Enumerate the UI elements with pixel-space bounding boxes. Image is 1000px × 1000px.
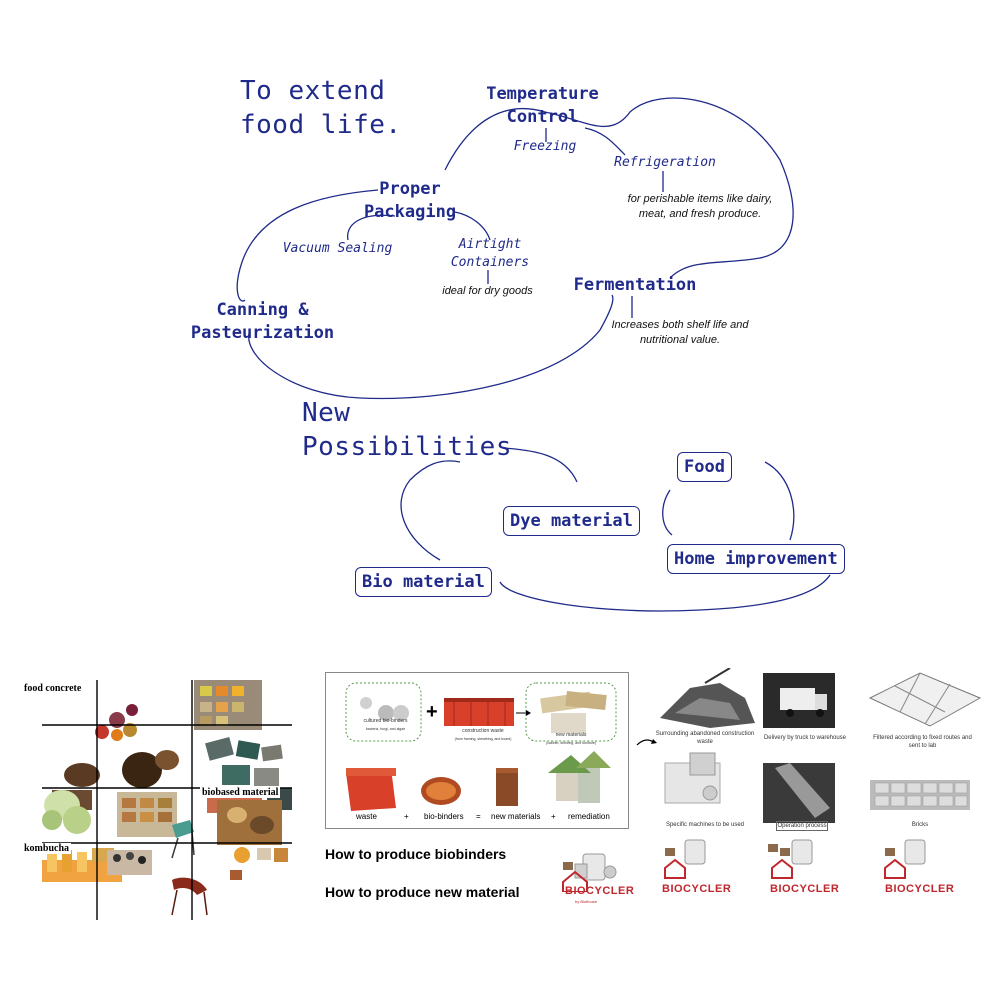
food-box: Food xyxy=(677,452,732,482)
eq-new-materials: new materials xyxy=(491,812,541,821)
step-1-caption: Surrounding abandoned construction waste xyxy=(655,731,755,745)
connector-curves xyxy=(236,97,831,612)
cultured-binders-sub: bacteria, fungi, and algae xyxy=(365,727,406,731)
eq-waste: waste xyxy=(356,812,377,821)
canning-label-line1: Canning & xyxy=(216,300,309,320)
refrigeration-note: for perishable items like dairy, meat, a… xyxy=(600,192,800,222)
eq-plus-2: + xyxy=(551,812,556,821)
new-materials-caption: new materials (cabinet, shelving, and fu… xyxy=(531,731,611,747)
home-improvement-box: Home improvement xyxy=(667,544,845,574)
possibilities-title: New Possibilities xyxy=(302,396,512,464)
eq-plus-1: + xyxy=(404,812,409,821)
new-materials-sub: (cabinet, shelving, and furniture) xyxy=(546,741,596,745)
canning-node: Canning & Pasteurization xyxy=(180,299,345,345)
collage-images xyxy=(42,680,292,920)
freezing-label: Freezing xyxy=(513,139,577,154)
material-collage: food concrete biobased material kombucha xyxy=(22,680,312,920)
food-concrete-label: food concrete xyxy=(22,683,84,694)
fermentation-node: Fermentation xyxy=(573,275,697,295)
construction-waste-sub: (from framing, sheathing, and board) xyxy=(454,737,512,741)
proper-packaging-node: Proper Packaging xyxy=(345,178,475,224)
biocycler-brand-3: BIOCYCLER xyxy=(770,883,840,895)
eq-bio-binders: bio-binders xyxy=(424,812,464,821)
extend-title-line1: To extend xyxy=(240,76,386,106)
airtight-containers-label: Airtight Containers xyxy=(440,236,540,272)
construction-waste-title: construction waste xyxy=(462,728,504,734)
refrigeration-note-line1: for perishable items like dairy, xyxy=(627,193,773,205)
fermentation-note-line1: Increases both shelf life and xyxy=(611,319,749,331)
cultured-binders-caption: cultured bio-binders bacteria, fungi, an… xyxy=(348,717,423,733)
steps-grid: Surrounding abandoned construction waste… xyxy=(650,668,995,918)
refrigeration-note-line2: meat, and fresh produce. xyxy=(638,208,762,220)
refrigeration-label: Refrigeration xyxy=(614,155,716,170)
biocycler-brand-4: BIOCYCLER xyxy=(885,883,955,895)
process-panel: + cultured bio-binders bacteria, fungi, … xyxy=(325,672,629,829)
temperature-control-node: Temperature Control xyxy=(470,83,615,129)
temperature-label-line2: Control xyxy=(506,107,579,127)
heading-new-material: How to produce new material xyxy=(325,884,520,900)
eq-equals: = xyxy=(476,812,481,821)
arrow-icon xyxy=(636,739,657,746)
packaging-label-line2: Packaging xyxy=(363,202,457,222)
process-illustrations: + xyxy=(345,682,617,811)
possibilities-title-line2: Possibilities xyxy=(302,432,512,462)
biocycler-sub-1: by Biotfouse xyxy=(575,899,598,904)
construction-waste-caption: construction waste (from framing, sheath… xyxy=(448,727,518,743)
temperature-label-line1: Temperature xyxy=(486,84,599,104)
step-3-caption: Filtered according to fixed routes and s… xyxy=(860,734,985,750)
eq-remediation: remediation xyxy=(568,812,610,821)
vacuum-sealing-label: Vacuum Sealing xyxy=(282,241,393,256)
fermentation-note: Increases both shelf life and nutritiona… xyxy=(595,318,765,348)
new-materials-title: new materials xyxy=(555,732,587,738)
step-3-line1: Filtered according to fixed routes and xyxy=(873,735,972,741)
extend-title-line2: food life. xyxy=(240,110,402,140)
biocycler-brand-2: BIOCYCLER xyxy=(662,883,732,895)
steps-photos xyxy=(660,668,982,879)
biobased-material-label: biobased material xyxy=(200,787,281,798)
possibilities-title-line1: New xyxy=(302,398,351,428)
step-2-caption: Delivery by truck to warehouse xyxy=(763,735,847,741)
heading-biobinders: How to produce biobinders xyxy=(325,846,507,862)
fermentation-note-line2: nutritional value. xyxy=(639,334,721,346)
bio-material-box: Bio material xyxy=(355,567,492,597)
step-6-caption: Bricks xyxy=(911,822,929,828)
step-5-caption: Operation process xyxy=(776,821,828,831)
airtight-line1: Airtight xyxy=(458,237,522,252)
step-4-caption: Specific machines to be used xyxy=(665,822,745,828)
step-3-line2: sent to lab xyxy=(908,743,937,749)
airtight-line2: Containers xyxy=(450,255,530,270)
airtight-note: ideal for dry goods xyxy=(442,285,533,297)
cultured-binders-title: cultured bio-binders xyxy=(363,718,408,724)
extend-title: To extend food life. xyxy=(240,74,402,142)
biocycler-logo-1: BIOCYCLER by Biotfouse xyxy=(555,852,634,907)
dye-material-box: Dye material xyxy=(503,506,640,536)
biocycler-brand-1: BIOCYCLER xyxy=(565,885,635,897)
svg-text:+: + xyxy=(426,701,438,723)
packaging-label-line1: Proper xyxy=(379,179,441,199)
kombucha-label: kombucha xyxy=(22,843,72,854)
grinder-icon xyxy=(562,853,617,893)
canning-label-line2: Pasteurization xyxy=(190,323,335,343)
